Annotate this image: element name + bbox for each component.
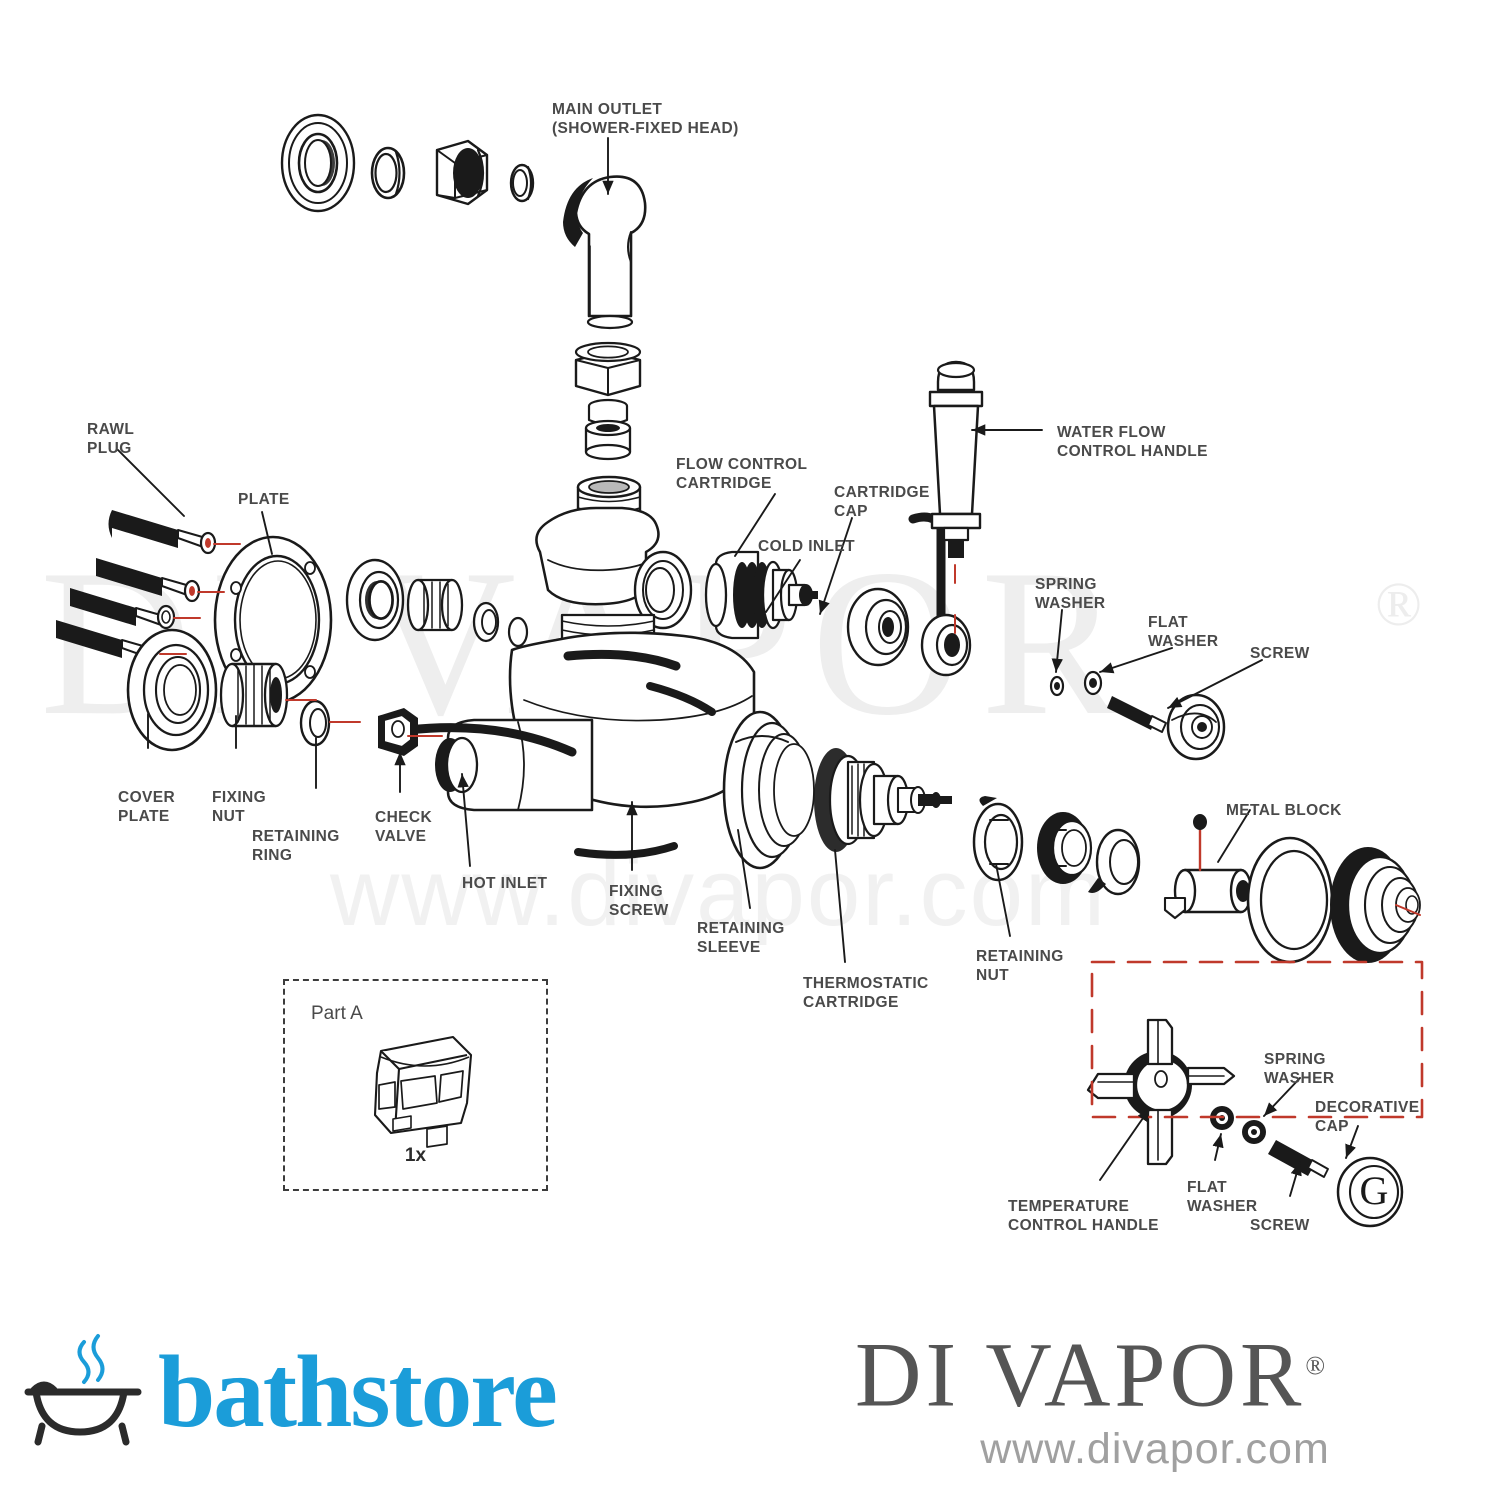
callout-hot-inlet: HOT INLET	[462, 875, 548, 892]
bathstore-wordmark: bathstore	[158, 1335, 558, 1449]
flow-control-cartridge-part	[704, 550, 818, 640]
callout-retaining-nut: RETAINING NUT	[976, 948, 1064, 984]
outlet-fittings	[574, 341, 642, 461]
thermostatic-cartridge-part	[814, 748, 952, 852]
check-valve-part	[378, 708, 418, 756]
callout-cover-plate: COVER PLATE	[118, 789, 176, 825]
inner-washer-group	[345, 558, 529, 648]
cartridge-cap-part	[846, 587, 910, 667]
callout-water-flow-control-handle: WATER FLOW CONTROL HANDLE	[1057, 424, 1208, 460]
retaining-nut-part	[972, 796, 1141, 896]
rawl-plugs	[56, 510, 217, 665]
valve-body	[403, 475, 756, 859]
top-washer-group	[280, 113, 535, 213]
callout-metal-block: METAL BLOCK	[1226, 802, 1342, 819]
part-a-title: Part A	[311, 1003, 363, 1024]
water-flow-control-handle-part	[928, 360, 984, 558]
callout-cold-inlet: COLD INLET	[758, 538, 855, 555]
callout-decorative-cap: DECORATIVE CAP	[1315, 1099, 1420, 1135]
fixing-nut-part	[219, 662, 289, 728]
callout-temperature-control-handle: TEMPERATURE CONTROL HANDLE	[1008, 1198, 1159, 1234]
callout-flat-washer-top: FLAT WASHER	[1148, 614, 1219, 650]
callout-fixing-nut: FIXING NUT	[212, 789, 267, 825]
callout-retaining-sleeve: RETAINING SLEEVE	[697, 920, 785, 956]
highlight-box	[1090, 960, 1424, 1119]
divapor-url: www.divapor.com	[980, 1424, 1330, 1473]
footer: bathstore DI VAPOR® www.divapor.com	[0, 1310, 1500, 1500]
bathstore-logo: bathstore	[18, 1330, 558, 1455]
callout-spring-washer-top: SPRING WASHER	[1035, 576, 1106, 612]
callout-retaining-ring: RETAINING RING	[252, 828, 340, 864]
callout-thermostatic-cartridge: THERMOSTATIC CARTRIDGE	[803, 975, 929, 1011]
callout-main-outlet: MAIN OUTLET (SHOWER-FIXED HEAD)	[552, 101, 739, 137]
callout-fixing-screw: FIXING SCREW	[609, 883, 669, 919]
callout-flow-control-cartridge: FLOW CONTROL CARTRIDGE	[676, 456, 808, 492]
retaining-ring-part	[299, 699, 331, 747]
callout-rawl-plug: RAWL PLUG	[87, 421, 135, 457]
temperature-control-handle-part	[1086, 1018, 1236, 1166]
right-ring-stack	[1246, 836, 1421, 964]
cap-nut	[920, 613, 972, 677]
bottom-fasteners: G	[1210, 1106, 1404, 1228]
registered-icon: ®	[1305, 1351, 1326, 1380]
callout-plate: PLATE	[238, 491, 290, 508]
callout-screw-top: SCREW	[1250, 645, 1310, 662]
cover-plate-part	[126, 628, 218, 752]
callout-flat-washer-bottom: FLAT WASHER	[1187, 1179, 1258, 1215]
callout-check-valve: CHECK VALVE	[375, 809, 433, 845]
top-fasteners	[1049, 670, 1226, 761]
part-a-illustration	[373, 1035, 473, 1148]
divapor-wordmark: DI VAPOR®	[855, 1318, 1485, 1423]
divapor-word: DI VAPOR	[855, 1323, 1306, 1426]
svg-text:G: G	[1360, 1168, 1389, 1213]
callout-spring-washer-bottom: SPRING WASHER	[1264, 1051, 1335, 1087]
callout-cartridge-cap: CARTRIDGE CAP	[834, 484, 930, 520]
part-a-box: Part A 1x	[283, 979, 548, 1191]
callout-screw-bottom: SCREW	[1250, 1217, 1310, 1234]
retaining-sleeve-part	[722, 710, 815, 870]
part-a-quantity: 1x	[404, 1145, 427, 1166]
bathtub-steam-icon	[24, 1334, 142, 1446]
main-outlet-part	[563, 175, 647, 330]
divapor-logo: DI VAPOR® www.divapor.com	[855, 1318, 1485, 1474]
